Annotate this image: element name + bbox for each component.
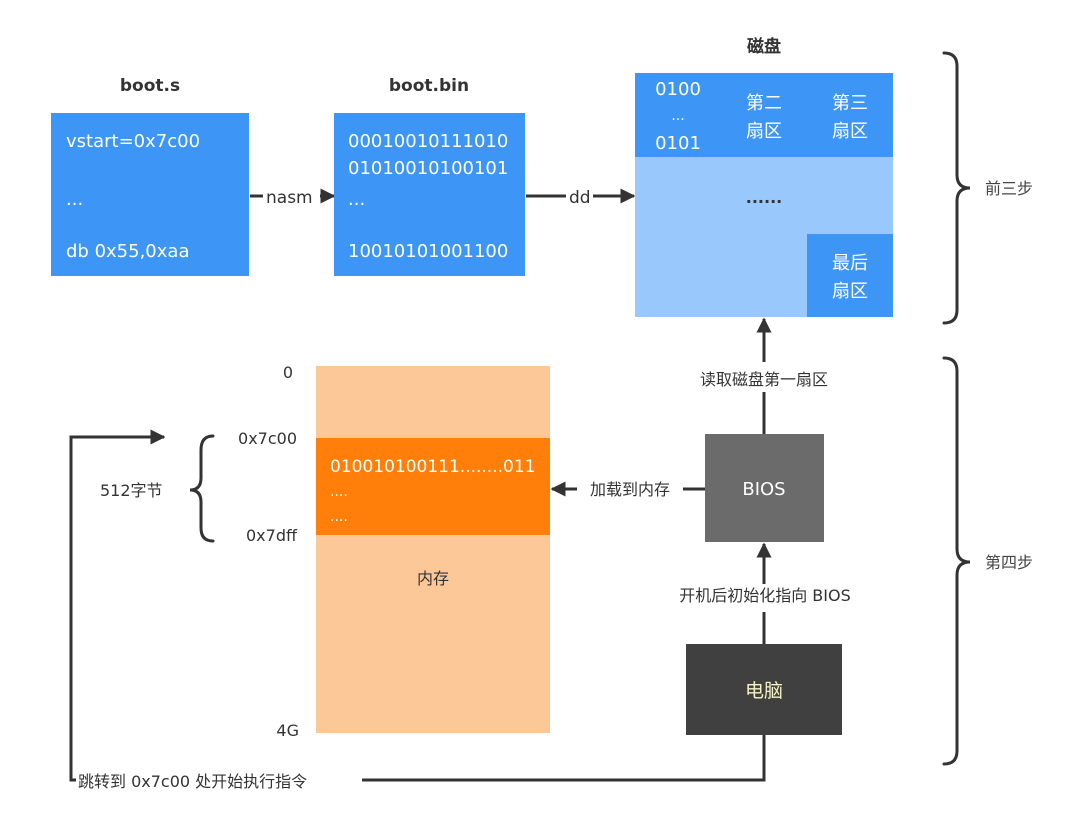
boot-bin-line: 00010010111010 <box>348 131 508 152</box>
load-memory-label: 加载到内存 <box>590 480 670 499</box>
first-sector-line: ... <box>671 108 684 124</box>
boot-bin-title: boot.bin <box>389 76 469 96</box>
third-sector-line: 第三 <box>832 93 868 114</box>
last-sector-line: 最后 <box>832 253 868 274</box>
boot-bin-line: 10010101001100 <box>348 241 508 262</box>
last-sector-box <box>807 234 893 317</box>
step-fourth-label: 第四步 <box>985 553 1033 572</box>
boot-bin-box <box>334 113 525 276</box>
size-label: 512字节 <box>100 481 163 500</box>
computer-label: 电脑 <box>745 680 783 702</box>
brace-fourth <box>942 356 971 766</box>
first-sector-line: 0100 <box>655 79 701 100</box>
brace-512-bytes <box>189 434 215 543</box>
second-sector-line: 扇区 <box>746 121 782 142</box>
disk-top-sectors <box>635 73 893 157</box>
addr-end: 4G <box>276 721 299 740</box>
boot-s-title: boot.s <box>120 76 180 96</box>
computer-box <box>686 644 842 735</box>
boot-bin-line: 01010010100101 <box>348 158 508 179</box>
boot-s-line: db 0x55,0xaa <box>66 241 189 262</box>
jump-line-right <box>362 735 766 782</box>
third-sector-line: 扇区 <box>832 121 868 142</box>
disk-middle-ellipsis: ...... <box>746 188 782 207</box>
brace-first-three <box>942 51 971 325</box>
boot-sector-in-memory <box>316 438 550 535</box>
nasm-label: nasm <box>266 188 313 208</box>
memory-boot-line: .... <box>330 509 348 525</box>
bios-label: BIOS <box>742 479 785 500</box>
memory-boot-line: 010010100111........011 <box>330 457 535 477</box>
jump-label: 跳转到 0x7c00 处开始执行指令 <box>78 772 307 791</box>
memory-boot-line: .... <box>330 484 348 500</box>
step-first-three-label: 前三步 <box>985 179 1033 198</box>
boot-s-line: vstart=0x7c00 <box>66 131 200 152</box>
addr-boot-start: 0x7c00 <box>238 429 297 448</box>
boot-s-line: ... <box>66 189 83 210</box>
read-disk-label: 读取磁盘第一扇区 <box>700 370 828 389</box>
second-sector-line: 第二 <box>746 93 782 114</box>
bios-box <box>705 434 824 542</box>
memory-block <box>316 366 550 733</box>
disk-title: 磁盘 <box>747 36 781 57</box>
last-sector-line: 扇区 <box>832 281 868 302</box>
addr-boot-end: 0x7dff <box>246 526 298 545</box>
addr-start: 0 <box>283 363 293 382</box>
init-bios-label: 开机后初始化指向 BIOS <box>679 586 851 605</box>
boot-bin-line: ... <box>348 189 365 210</box>
memory-label: 内存 <box>417 569 449 588</box>
jump-line-left <box>69 429 166 782</box>
dd-label: dd <box>569 188 591 208</box>
boot-s-box <box>51 113 249 276</box>
first-sector-line: 0101 <box>655 133 701 154</box>
